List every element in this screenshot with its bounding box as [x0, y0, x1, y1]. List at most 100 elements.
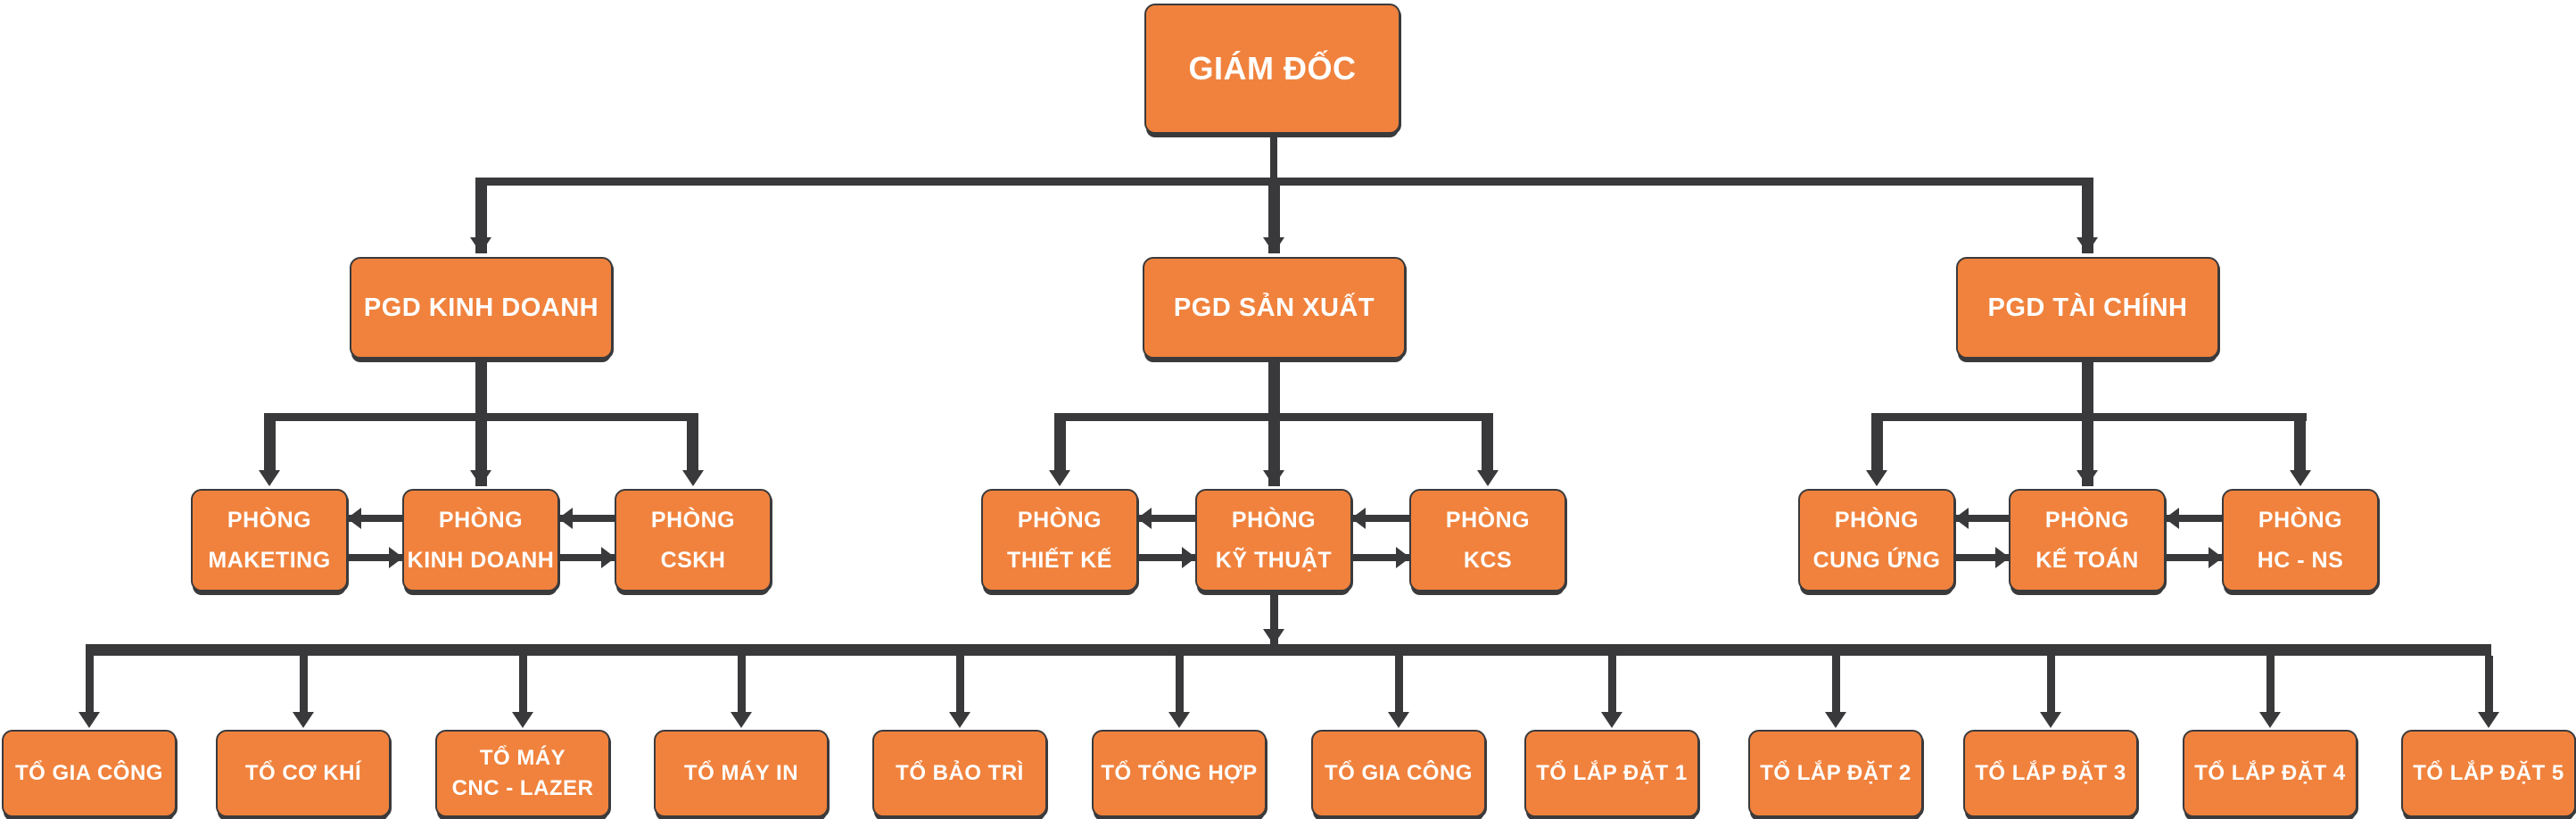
- arrow-left-sibling: [2165, 508, 2179, 529]
- node-label: PHÒNG: [1231, 507, 1317, 533]
- org-node-to-may-cnc-lazer: TỔ MÁY CNC - LAZER: [435, 730, 610, 817]
- node-label: TỔ MÁY IN: [683, 761, 799, 785]
- connector-sibling-line: [2164, 554, 2224, 561]
- connector-drop-maketing: [264, 413, 276, 476]
- connector-drop-to-lap-dat-2: [1832, 656, 1840, 715]
- node-label: TỔ GIA CÔNG: [15, 761, 163, 785]
- node-label: TỔ CƠ KHÍ: [244, 761, 362, 785]
- arrow-left-sibling: [1351, 508, 1366, 529]
- connector-sibling-line: [1136, 515, 1197, 522]
- arrow-into-bao-tri: [949, 712, 970, 728]
- connector-drop-to-may-cnc-lazer: [519, 656, 527, 715]
- node-label: CUNG ỨNG: [1812, 547, 1941, 573]
- connector-drop-thiet-ke: [1054, 413, 1066, 476]
- connector-drop-to-bao-tri: [956, 656, 964, 715]
- org-node-to-co-khi: TỔ CƠ KHÍ: [216, 730, 391, 817]
- node-label: PHÒNG: [2258, 507, 2343, 533]
- arrow-right-sibling: [1995, 547, 2010, 568]
- org-node-to-lap-dat-2: TỔ LẮP ĐẶT 2: [1748, 730, 1923, 817]
- node-label: TỔ GIA CÔNG: [1325, 761, 1473, 785]
- connector-root-trunk: [1270, 132, 1277, 181]
- arrow-left-sibling: [558, 508, 573, 529]
- arrow-into-kcs: [1477, 470, 1499, 486]
- arrow-left-sibling: [1954, 508, 1969, 529]
- connector-taichinh-trunk: [2082, 357, 2093, 486]
- org-node-to-lap-dat-1: TỔ LẮP ĐẶT 1: [1524, 730, 1699, 817]
- connector-level4-bar: [86, 644, 2491, 656]
- node-label: TỔ LẮP ĐẶT 4: [2194, 761, 2346, 785]
- node-label: GIÁM ĐỐC: [1188, 50, 1357, 87]
- org-node-to-lap-dat-5: TỔ LẮP ĐẶT 5: [2401, 730, 2576, 817]
- connector-sanxuat-trunk: [1268, 357, 1280, 486]
- node-label: TỔ MÁY: [479, 746, 566, 770]
- connector-taichinh-bar: [1871, 413, 2307, 421]
- connector-sibling-line: [557, 515, 616, 522]
- arrow-into-pgd-kinh-doanh: [470, 237, 491, 253]
- arrow-into-tong-hop: [1168, 712, 1190, 728]
- node-label: HC - NS: [2257, 547, 2344, 573]
- arrow-into-lap-dat-2: [1825, 712, 1846, 728]
- org-node-giam-doc: GIÁM ĐỐC: [1144, 4, 1400, 134]
- org-node-phong-cskh: PHÒNG CSKH: [615, 489, 772, 592]
- node-label: KCS: [1463, 547, 1513, 573]
- arrow-into-gia-cong-1: [78, 712, 100, 728]
- org-node-to-gia-cong-2: TỔ GIA CÔNG: [1311, 730, 1486, 817]
- connector-kythuat-trunk: [1270, 590, 1278, 644]
- node-label: TỔ BẢO TRÌ: [896, 761, 1024, 785]
- connector-drop-to-may-in: [738, 656, 746, 715]
- node-label: MAKETING: [208, 547, 331, 573]
- node-label: PGD KINH DOANH: [363, 293, 599, 322]
- connector-sibling-line: [1953, 554, 2010, 561]
- arrow-into-ke-toan: [2076, 470, 2098, 486]
- connector-sibling-line: [2164, 515, 2224, 522]
- node-label: KỸ THUẬT: [1215, 547, 1333, 573]
- arrow-into-may-in: [731, 712, 752, 728]
- org-node-phong-kcs: PHÒNG KCS: [1409, 489, 1566, 592]
- connector-drop-to-lap-dat-4: [2266, 656, 2275, 715]
- node-label: PHÒNG: [1445, 507, 1531, 533]
- node-label: PHÒNG: [1017, 507, 1102, 533]
- arrow-right-sibling: [601, 547, 615, 568]
- node-label: PHÒNG: [2044, 507, 2130, 533]
- org-node-phong-kinh-doanh: PHÒNG KINH DOANH: [402, 489, 559, 592]
- org-node-to-may-in: TỔ MÁY IN: [654, 730, 829, 817]
- node-label: CNC - LAZER: [451, 776, 594, 800]
- node-label: THIẾT KẾ: [1007, 547, 1112, 573]
- connector-drop-hc-ns: [2294, 413, 2306, 476]
- arrow-into-pgd-san-xuat: [1263, 237, 1284, 253]
- connector-sibling-line: [1136, 554, 1197, 561]
- connector-sibling-line: [557, 554, 616, 561]
- connector-sibling-line: [1350, 515, 1411, 522]
- node-label: TỔ LẮP ĐẶT 2: [1760, 761, 1911, 785]
- arrow-left-sibling: [347, 508, 361, 529]
- org-node-phong-ky-thuat: PHÒNG KỸ THUẬT: [1195, 489, 1352, 592]
- node-label: PGD SẢN XUẤT: [1173, 293, 1375, 322]
- connector-sibling-line: [1953, 515, 2010, 522]
- node-label: TỔ LẮP ĐẶT 3: [1975, 761, 2126, 785]
- connector-drop-to-co-khi: [300, 656, 308, 715]
- connector-drop-cung-ung: [1871, 413, 1883, 476]
- connector-drop-to-tong-hop: [1176, 656, 1184, 715]
- connector-drop-to-lap-dat-3: [2047, 656, 2055, 715]
- node-label: TỔ LẮP ĐẶT 5: [2413, 761, 2564, 785]
- node-label: PHÒNG: [1834, 507, 1920, 533]
- connector-sanxuat-bar: [1054, 413, 1493, 421]
- arrow-into-lap-dat-4: [2259, 712, 2281, 728]
- org-node-pgd-san-xuat: PGD SẢN XUẤT: [1143, 257, 1406, 359]
- node-label: PGD TÀI CHÍNH: [1987, 293, 2188, 322]
- arrow-into-lap-dat-1: [1601, 712, 1622, 728]
- arrow-into-co-khi: [293, 712, 314, 728]
- arrow-right-sibling: [2209, 547, 2223, 568]
- connector-drop-cskh: [687, 413, 698, 476]
- arrow-into-hc-ns: [2290, 470, 2311, 486]
- connector-drop-pgd-tai-chinh: [2082, 178, 2093, 253]
- connector-kinhdoanh-bar: [264, 413, 698, 421]
- arrow-into-kinh-doanh: [470, 470, 491, 486]
- arrow-into-lap-dat-3: [2040, 712, 2061, 728]
- org-node-phong-maketing: PHÒNG MAKETING: [191, 489, 348, 592]
- node-label: PHÒNG: [227, 507, 312, 533]
- org-node-to-gia-cong-1: TỔ GIA CÔNG: [2, 730, 177, 817]
- org-node-pgd-kinh-doanh: PGD KINH DOANH: [350, 257, 613, 359]
- arrow-into-ky-thuat: [1263, 470, 1284, 486]
